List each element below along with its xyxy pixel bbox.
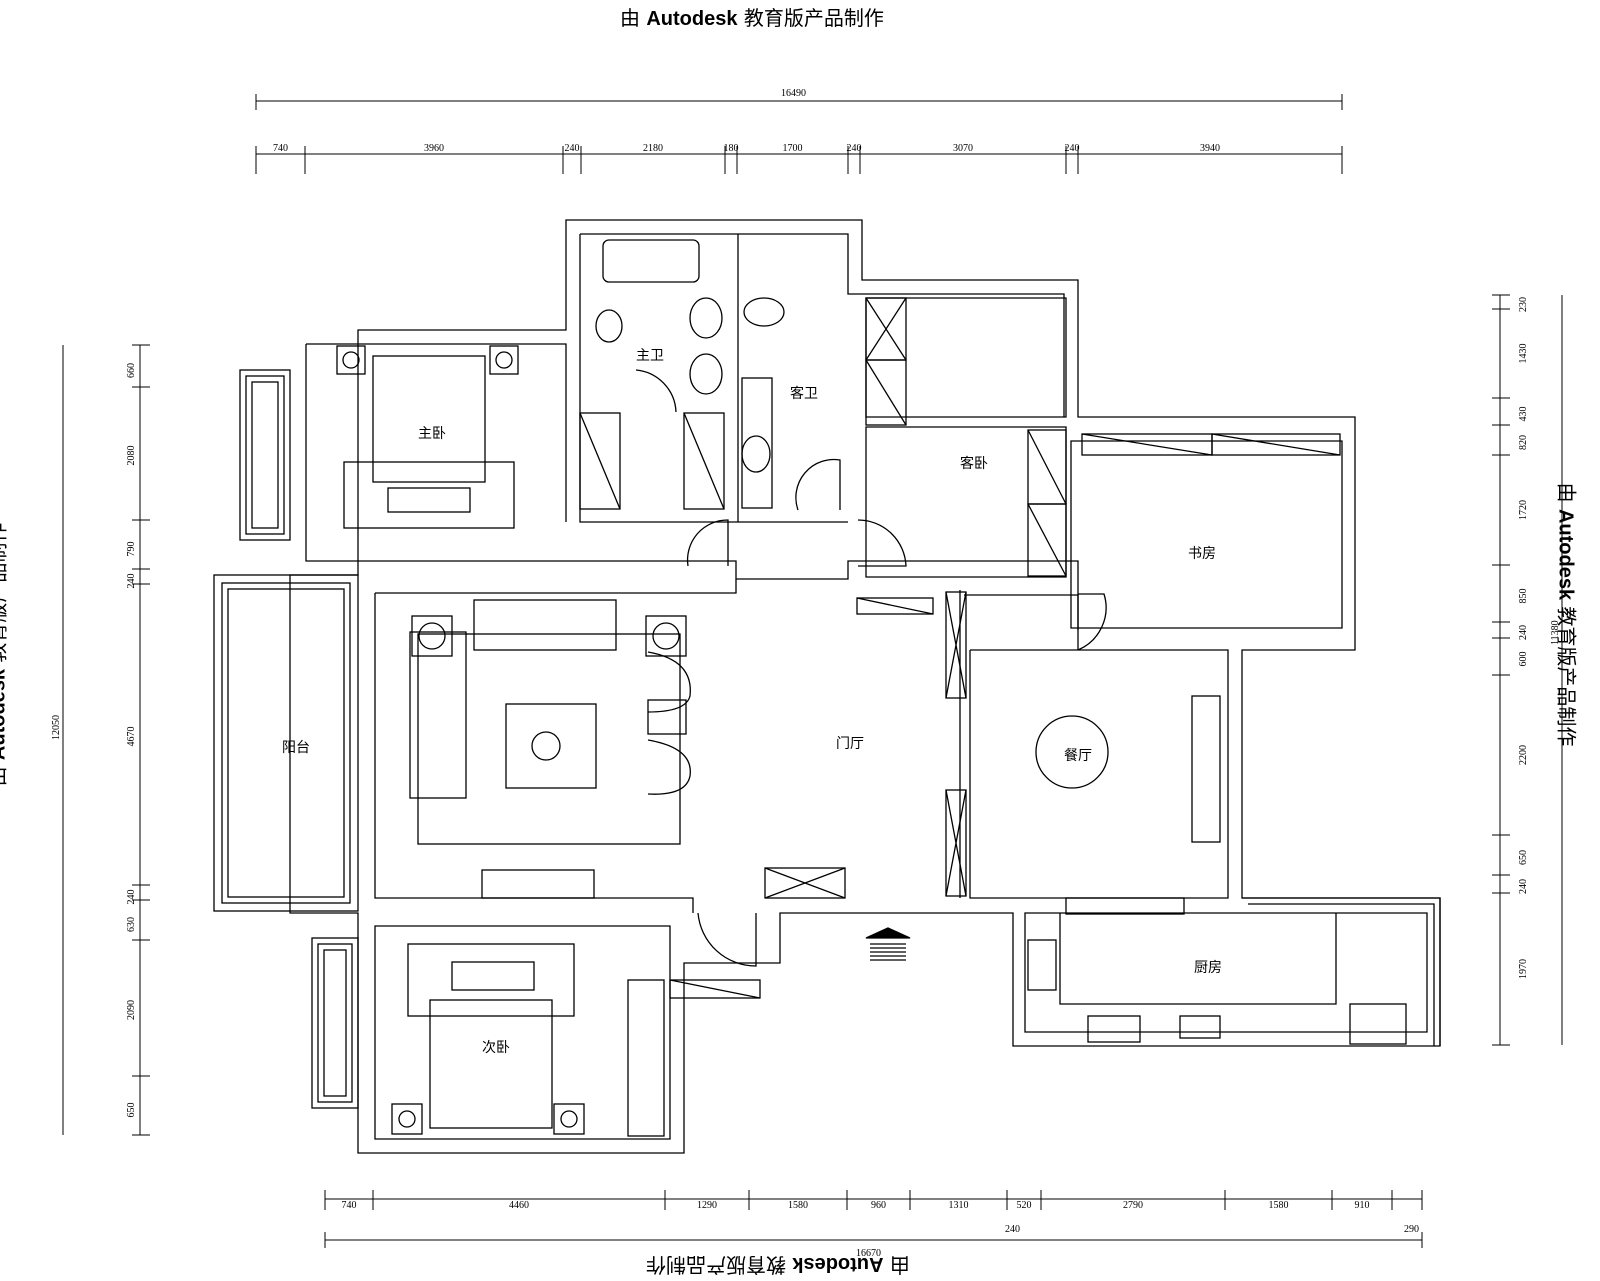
master-bed [372, 355, 486, 483]
dim-bottom-segments: 740 4460 1290 1580 960 1310 520 2790 1580 910 [342, 1200, 1370, 1211]
dim-bottom-segment: 1290 [697, 1200, 717, 1211]
room-label-master-bedroom: 主卧 [418, 426, 446, 442]
dim-top-segments: 740 3960 240 2180 180 1700 240 3070 240 3940 [273, 143, 1220, 154]
dim-left-segment: 4670 [126, 727, 137, 747]
dim-right-segment: 2200 [1518, 745, 1529, 765]
dim-left-segment: 2090 [126, 1000, 137, 1020]
dim-top-segment: 3960 [424, 143, 444, 154]
room-label-study: 书房 [1188, 546, 1216, 562]
dim-bottom-segment: 960 [871, 1200, 886, 1211]
room-label-second-bedroom: 次卧 [482, 1040, 510, 1056]
room-label-kitchen: 厨房 [1194, 960, 1222, 976]
room-label-foyer-hall: 门厅 [836, 736, 864, 752]
dim-right-total: 11380 [1550, 620, 1561, 645]
dim-top-segment: 740 [273, 143, 288, 154]
dim-left-segment: 660 [126, 363, 137, 378]
dim-top-total: 16490 [781, 88, 806, 99]
dim-left-total: 12050 [51, 715, 62, 740]
room-label-guest-bedroom: 客卧 [960, 455, 988, 472]
dim-top-segment: 240 [565, 143, 580, 154]
dim-left-segment: 2080 [126, 446, 137, 466]
dim-left-segment: 650 [126, 1103, 137, 1118]
room-label-balcony: 阳台 [282, 740, 310, 756]
watermark-right: 由 Autodesk 教育版产品制作 [1554, 482, 1579, 747]
dim-bottom-segment: 2790 [1123, 1200, 1143, 1211]
watermark-top: 由 Autodesk 教育版产品制作 [620, 6, 884, 30]
dim-bottom-segment: 910 [1355, 1200, 1370, 1211]
dim-right-segment: 650 [1518, 850, 1529, 865]
dim-right-segment: 850 [1518, 589, 1529, 604]
living-rug [417, 633, 681, 845]
dim-right-segment: 1430 [1518, 344, 1529, 364]
room-label-master-bath: 主卫 [636, 348, 664, 364]
dim-top-segment: 1700 [783, 143, 803, 154]
dim-top-segment: 3070 [953, 143, 973, 154]
dim-right-segment: 240 [1518, 879, 1529, 894]
dim-bottom-segment: 740 [342, 1200, 357, 1211]
watermark-left: 由 Autodesk 教育版产品制作 [0, 522, 10, 787]
dim-left-segments: 660 2080 790 240 4670 240 630 2090 650 [126, 363, 137, 1118]
dim-right-segment: 240 [1518, 625, 1529, 640]
dim-bottom-extra-240: 240 [1005, 1224, 1020, 1235]
dim-right-segment: 600 [1518, 652, 1529, 667]
dim-top-segment: 2180 [643, 143, 663, 154]
dim-top-segment: 3940 [1200, 143, 1220, 154]
dim-left-segment: 790 [126, 542, 137, 557]
outer-wall [289, 219, 1441, 1154]
dim-top-segment: 240 [847, 143, 862, 154]
dim-bottom-segment: 1310 [949, 1200, 969, 1211]
dim-bottom-segment: 520 [1017, 1200, 1032, 1211]
dim-bottom-total: 16670 [856, 1248, 881, 1259]
dim-right-segment: 230 [1518, 297, 1529, 312]
dim-right-segment: 1970 [1518, 959, 1529, 979]
watermark-bottom: 由 Autodesk 教育版产品制作 [646, 1253, 910, 1277]
dim-left-segment: 240 [126, 574, 137, 589]
dim-left-segment: 240 [126, 890, 137, 905]
second-bed [429, 999, 553, 1129]
room-label-dining: 餐厅 [1064, 748, 1092, 764]
dim-bottom-segment: 4460 [509, 1200, 529, 1211]
dim-right-segment: 430 [1518, 407, 1529, 422]
room-label-guest-bath: 客卫 [790, 385, 818, 402]
dim-bottom-extra-290: 290 [1404, 1224, 1419, 1235]
dim-bottom-segment: 1580 [788, 1200, 808, 1211]
dim-top-segment: 180 [724, 143, 739, 154]
dining-table [1035, 715, 1109, 789]
dim-right-segment: 820 [1518, 435, 1529, 450]
dim-top-segment: 240 [1065, 143, 1080, 154]
dim-right-segments: 230 1430 430 820 1720 850 240 600 2200 650 240 1970 [1518, 297, 1529, 979]
dim-bottom-segment: 1580 [1269, 1200, 1289, 1211]
dim-left-segment: 630 [126, 917, 137, 932]
dim-right-segment: 1720 [1518, 500, 1529, 520]
